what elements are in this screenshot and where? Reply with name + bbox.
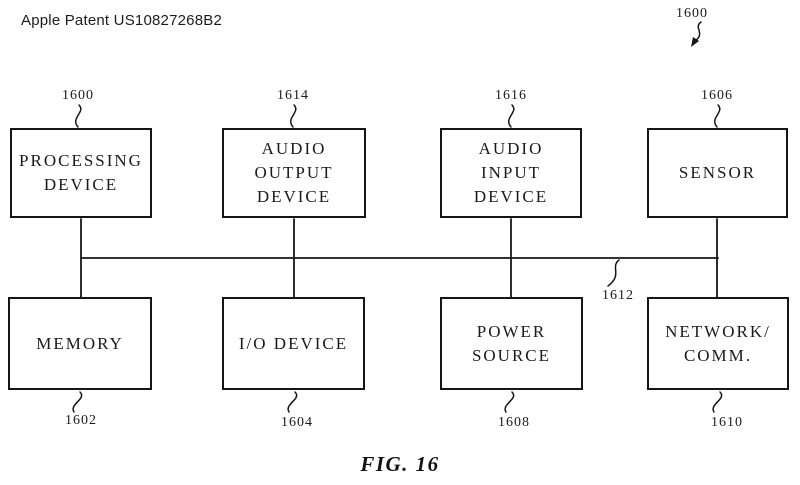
- ref-network-comm: 1610: [711, 415, 743, 430]
- leader-ref-1606: [714, 104, 721, 128]
- box-memory-label: MEMORY: [36, 333, 124, 353]
- leader-ref-1614: [290, 104, 297, 128]
- leader-ref-1616: [508, 104, 515, 128]
- box-power-source-label: POWER SOURCE: [471, 321, 552, 365]
- box-audio-input-device: AUDIO INPUT DEVICE: [440, 128, 582, 218]
- leader-ref-1604: [287, 391, 298, 413]
- ref-bus: 1612: [602, 288, 634, 303]
- figure-overall-ref: 1600: [676, 6, 708, 21]
- box-io-device: I/O DEVICE: [222, 297, 365, 390]
- ref-processing-device: 1600: [62, 88, 94, 103]
- box-network-comm: NETWORK/ COMM.: [647, 297, 789, 390]
- ref-io-device: 1604: [281, 415, 313, 430]
- overall-ref-arrowhead: [691, 37, 699, 47]
- box-sensor: SENSOR: [647, 128, 788, 218]
- box-io-device-label: I/O DEVICE: [238, 333, 349, 353]
- leader-ref-1610: [712, 391, 723, 413]
- ref-audio-output-device: 1614: [277, 88, 309, 103]
- leader-ref-1608: [504, 391, 515, 413]
- page-title: Apple Patent US10827268B2: [21, 12, 222, 29]
- figure-caption: FIG. 16: [360, 452, 440, 476]
- box-audio-input-device-label: AUDIO INPUT DEVICE: [473, 139, 549, 206]
- ref-audio-input-device: 1616: [495, 88, 527, 103]
- ref-memory: 1602: [65, 413, 97, 428]
- box-processing-device: PROCESSING DEVICE: [10, 128, 152, 218]
- box-audio-output-device: AUDIO OUTPUT DEVICE: [222, 128, 366, 218]
- ref-power-source: 1608: [498, 415, 530, 430]
- leader-ref-1612: [607, 259, 620, 287]
- box-sensor-label: SENSOR: [678, 163, 757, 182]
- ref-sensor: 1606: [701, 88, 733, 103]
- leader-ref-1602: [72, 391, 83, 413]
- leader-ref-1600: [75, 104, 82, 128]
- box-network-comm-label: NETWORK/ COMM.: [665, 321, 771, 365]
- box-processing-device-label: PROCESSING DEVICE: [19, 151, 143, 194]
- box-memory: MEMORY: [8, 297, 152, 390]
- box-power-source: POWER SOURCE: [440, 297, 583, 390]
- leader-overall-ref-arrow: [694, 21, 702, 42]
- box-audio-output-device-label: AUDIO OUTPUT DEVICE: [254, 139, 334, 206]
